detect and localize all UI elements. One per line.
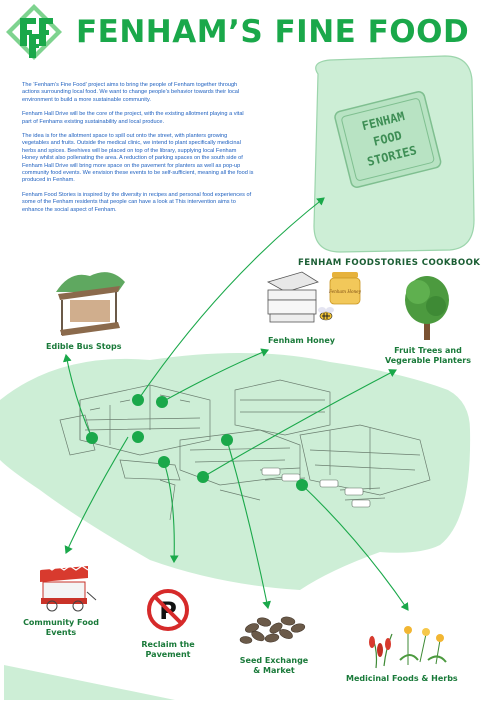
- herbs-illustration: [369, 626, 447, 669]
- connector-arrows: [62, 197, 409, 611]
- arrow-bus: [62, 353, 93, 439]
- label-fenham-honey: Fenham Honey: [268, 336, 336, 345]
- honey-jar-label: Fenham Honey: [328, 289, 362, 294]
- honey-illustration: Fenham Honey: [266, 271, 362, 323]
- bus-stop-illustration: [56, 272, 125, 336]
- arrow-cookbook: [137, 197, 325, 401]
- tree-illustration: [405, 276, 449, 340]
- label-line: Community Food: [23, 618, 99, 627]
- cookbook-cover-line: FOOD: [372, 128, 403, 149]
- location-dot: [197, 471, 209, 483]
- map-corner: [4, 665, 175, 700]
- arrow-medicinal: [301, 484, 409, 611]
- food-cart-illustration: [39, 565, 97, 612]
- label-line: Seed Exchange: [239, 656, 309, 665]
- arrow-honey: [161, 348, 270, 403]
- label-reclaim-pavement: Reclaim the Pavement: [132, 640, 204, 660]
- arrow-fruit: [202, 369, 397, 478]
- label-fruit-trees: Fruit Trees and Vegerable Planters: [376, 346, 480, 366]
- location-dot: [158, 456, 170, 468]
- location-dot: [221, 434, 233, 446]
- label-edible-bus-stops: Edible Bus Stops: [46, 342, 122, 351]
- intro-paragraph: Fenham Food Stories is inspired by the d…: [22, 191, 252, 213]
- intro-paragraph: The ‘Fenham’s Fine Food’ project aims to…: [22, 82, 240, 103]
- label-community-food-events: Community Food Events: [18, 618, 104, 638]
- intro-paragraph: Fenham Hall Drive will be the core of th…: [22, 111, 244, 125]
- location-dot: [156, 396, 168, 408]
- label-line: & Market: [253, 666, 295, 675]
- location-dots: [86, 394, 308, 491]
- arrow-pavement: [163, 461, 179, 564]
- intro-text: The ‘Fenham’s Fine Food’ project aims to…: [22, 82, 254, 221]
- no-parking-sign-icon: P: [147, 589, 189, 631]
- label-line: Fruit Trees and: [394, 346, 462, 355]
- location-dot: [86, 432, 98, 444]
- location-dot: [296, 479, 308, 491]
- label-seed-exchange: Seed Exchange & Market: [232, 656, 316, 676]
- arrow-events: [64, 436, 129, 555]
- label-line: Vegerable Planters: [384, 356, 471, 365]
- label-line: Pavement: [145, 650, 191, 659]
- cookbook-label: FENHAM FOODSTORIES COOKBOOK: [298, 258, 481, 268]
- seeds-illustration: [239, 616, 306, 644]
- intro-paragraph: The idea is for the allotment space to s…: [22, 133, 254, 184]
- label-line: Events: [45, 628, 77, 637]
- label-medicinal-foods: Medicinal Foods & Herbs: [346, 674, 458, 683]
- cars-sketch: [261, 467, 371, 508]
- label-line: Reclaim the: [141, 640, 195, 649]
- cookbook-illustration: FENHAM FOOD STORIES: [313, 55, 475, 253]
- map-area: [0, 352, 471, 590]
- location-dot: [132, 394, 144, 406]
- arrow-seed: [226, 439, 271, 610]
- location-dot: [132, 431, 144, 443]
- page-title: FENHAM’S FINE FOOD: [76, 14, 470, 50]
